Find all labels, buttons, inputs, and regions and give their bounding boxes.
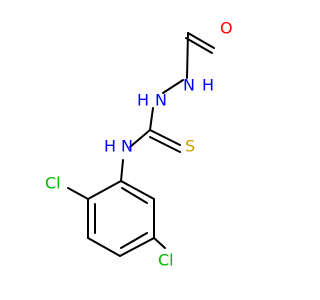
chlorine-bottom-bond [153,237,166,249]
sulfur-label: S [185,137,195,156]
ring-bond-1 [87,180,122,200]
oxygen-label: O [220,19,233,38]
n-c-thiourea-bond [149,107,154,131]
thiourea-c-s-double-bond-1 [149,129,181,146]
ring-bond-6 [120,180,155,200]
aldehyde-c-n-bond [186,32,189,79]
chlorine-bottom-label: Cl [158,251,174,270]
chlorine-top-label: Cl [45,174,61,193]
molecule-diagram: O N H H N H N S Cl Cl [45,19,233,270]
n-lower-label: N [121,137,133,156]
chlorine-top-bond [67,187,89,200]
atom-labels: O N H H N H N S Cl Cl [45,19,233,270]
n-upper-label: N [183,76,195,95]
aldehyde-c-o-double-bond-2 [185,37,213,54]
n-middle-label: N [155,91,167,110]
bond-lines [67,32,215,257]
n-aryl-bond [120,159,124,182]
h-middle-label: H [137,91,149,110]
n-n-bond-upper [162,79,184,94]
ring-bond-4 [119,237,155,257]
aldehyde-c-o-double-bond-1 [187,32,215,49]
ring-bond-3 [87,237,121,257]
ring-inner-double-bond-2 [120,232,148,249]
h-upper-label: H [202,76,214,95]
thiourea-c-n-bond [129,129,151,148]
thiourea-c-s-double-bond-2 [149,136,181,153]
h-lower-label: H [104,137,116,156]
ring-inner-double-bond-3 [121,187,148,204]
